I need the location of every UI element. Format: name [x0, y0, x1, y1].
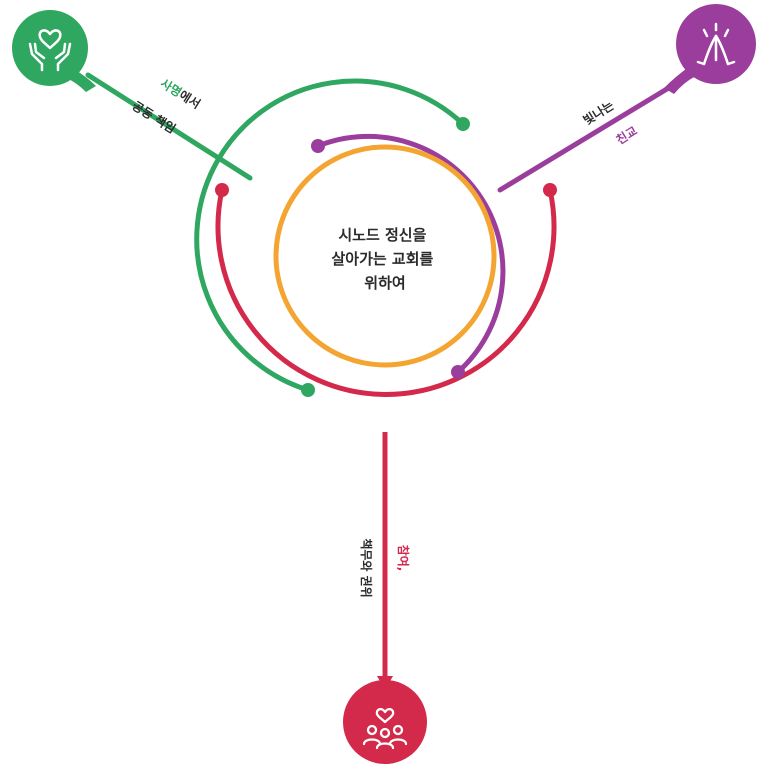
green-label: 사명에서 공동 책임	[130, 75, 204, 136]
purple-node	[664, 4, 756, 94]
center-line-3: 위하여	[364, 274, 405, 292]
green-label-line-1: 사명에서	[158, 75, 203, 111]
red-arc	[215, 187, 557, 397]
center-circle	[273, 144, 497, 368]
purple-arc-end-dot-bottom	[451, 365, 465, 379]
green-arc	[194, 78, 466, 393]
hands-heart-icon	[28, 29, 72, 72]
purple-arc-end-dot-top	[311, 139, 325, 153]
center-line-2: 살아가는 교회를	[331, 250, 433, 268]
red-label-line-2: 책무와 권위	[359, 538, 374, 597]
center-title: 시노드 정신을 살아가는 교회를 위하여	[331, 226, 438, 292]
red-arc-end-dot-right	[543, 183, 557, 197]
red-label-2: 책무와 권위	[359, 538, 374, 597]
red-node	[343, 676, 427, 764]
red-arc-end-dot-left	[215, 183, 229, 197]
red-label-1: 참여,	[396, 545, 411, 572]
green-arc-end-dot-top	[456, 117, 470, 131]
purple-label-line-2: 친교	[613, 123, 640, 147]
green-arc-end-dot-bottom	[301, 383, 315, 397]
green-connector	[85, 72, 253, 181]
purple-connector	[497, 72, 693, 193]
green-node	[12, 10, 96, 92]
purple-arc	[315, 133, 506, 375]
praying-hands-icon	[696, 22, 736, 66]
green-label-line-2: 공동 책임	[130, 98, 179, 136]
red-label-line-1: 참여,	[396, 545, 411, 572]
people-heart-icon	[362, 707, 408, 750]
center-line-1: 시노드 정신을	[338, 226, 426, 244]
